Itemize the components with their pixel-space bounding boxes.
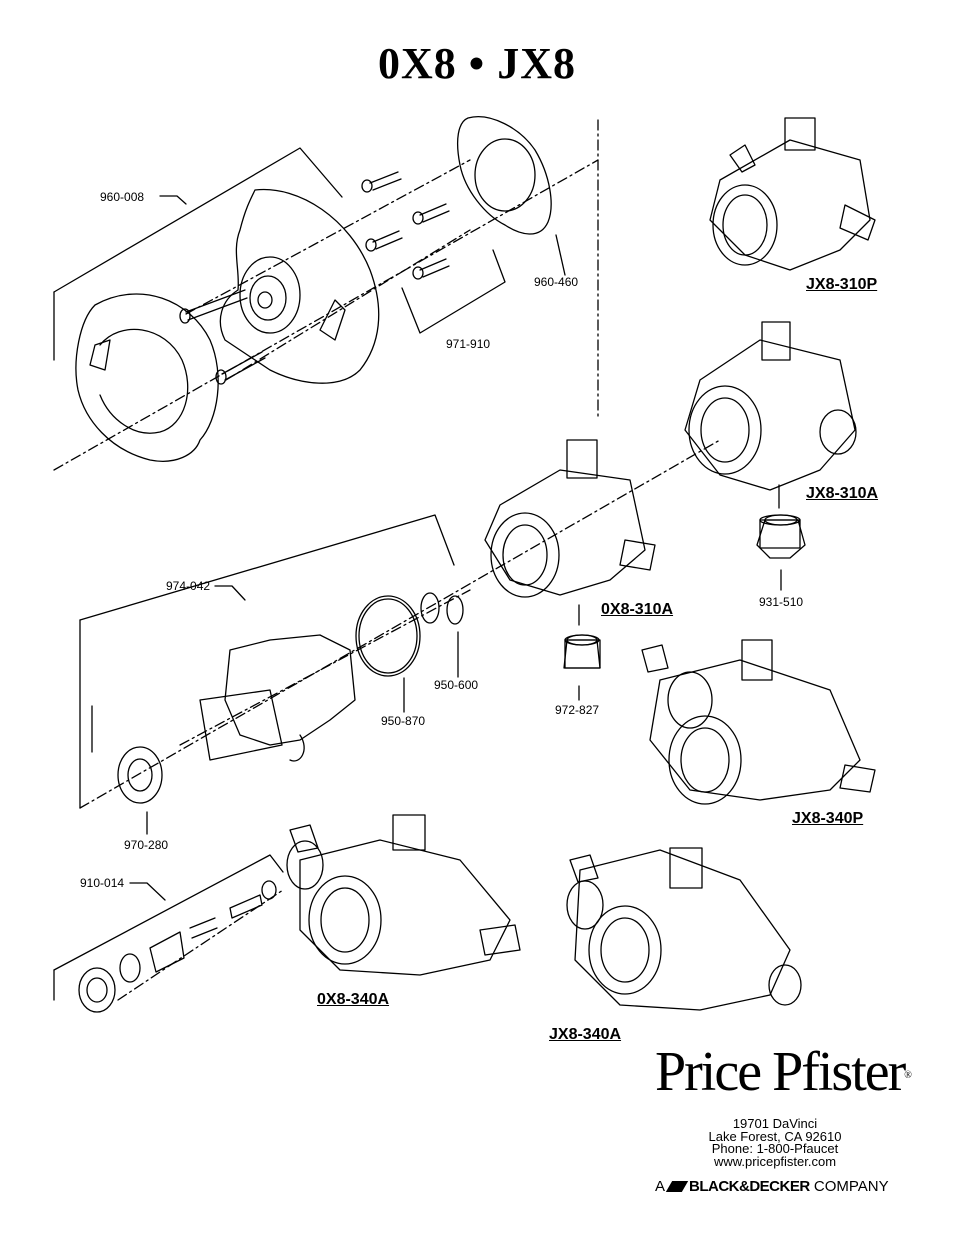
address-line-1: 19701 DaVinci	[732, 1116, 818, 1131]
part-label-972-827: 972-827	[555, 703, 600, 717]
company-prefix: A	[655, 1178, 666, 1195]
model-label-jx8-310a: JX8-310A	[806, 485, 879, 502]
mounting-screws	[179, 171, 450, 385]
company-brand: BLACK&DECKER	[689, 1178, 810, 1195]
company-suffix: COMPANY	[813, 1178, 889, 1195]
cartridge-part	[117, 592, 464, 804]
part-label-960-008: 960-008	[100, 190, 145, 204]
black-decker-hex-icon	[665, 1181, 689, 1192]
fitting-931-510	[756, 514, 806, 559]
model-label-jx8-310p: JX8-310P	[806, 276, 878, 293]
part-label-950-870: 950-870	[381, 714, 426, 728]
price-pfister-logo: Price Pfister®	[655, 1040, 912, 1104]
valve-body-jx8-340a	[566, 847, 802, 1011]
part-label-971-910: 971-910	[446, 337, 491, 351]
escutcheon-plate-part	[75, 188, 380, 462]
valve-body-0x8-340a	[286, 814, 521, 976]
model-label-jx8-340a: JX8-340A	[549, 1026, 622, 1043]
part-label-950-600: 950-600	[434, 678, 479, 692]
page-title: 0X8 • JX8	[378, 39, 576, 88]
fitting-972-827	[563, 634, 601, 669]
gasket-part	[457, 116, 552, 235]
part-label-910-014: 910-014	[80, 876, 125, 890]
assembly-guide-lines	[53, 119, 782, 1001]
phone-number: Phone: 1-800-Pfaucet	[711, 1141, 839, 1156]
valve-body-jx8-310a	[684, 321, 857, 549]
stop-assembly-part	[78, 880, 277, 1013]
company-address: 19701 DaVinci Lake Forest, CA 92610 Phon…	[700, 1116, 850, 1169]
logo-text: Price Pfister	[655, 1041, 906, 1103]
model-label-0x8-340a: 0X8-340A	[317, 991, 390, 1008]
parent-company-line: A BLACK&DECKER COMPANY	[655, 1178, 889, 1195]
model-label-0x8-310a: 0X8-310A	[601, 601, 674, 618]
valve-body-jx8-340p	[641, 639, 876, 805]
valve-body-0x8-310a	[484, 439, 656, 669]
valve-body-jx8-310p	[709, 117, 876, 271]
website-url: www.pricepfister.com	[713, 1153, 837, 1169]
model-label-jx8-340p: JX8-340P	[792, 810, 864, 827]
registered-mark: ®	[904, 1070, 911, 1081]
address-line-2: Lake Forest, CA 92610	[708, 1128, 842, 1144]
part-label-974-042: 974-042	[166, 579, 211, 593]
part-label-931-510: 931-510	[759, 595, 804, 609]
part-label-960-460: 960-460	[534, 275, 579, 289]
part-label-970-280: 970-280	[124, 838, 169, 852]
